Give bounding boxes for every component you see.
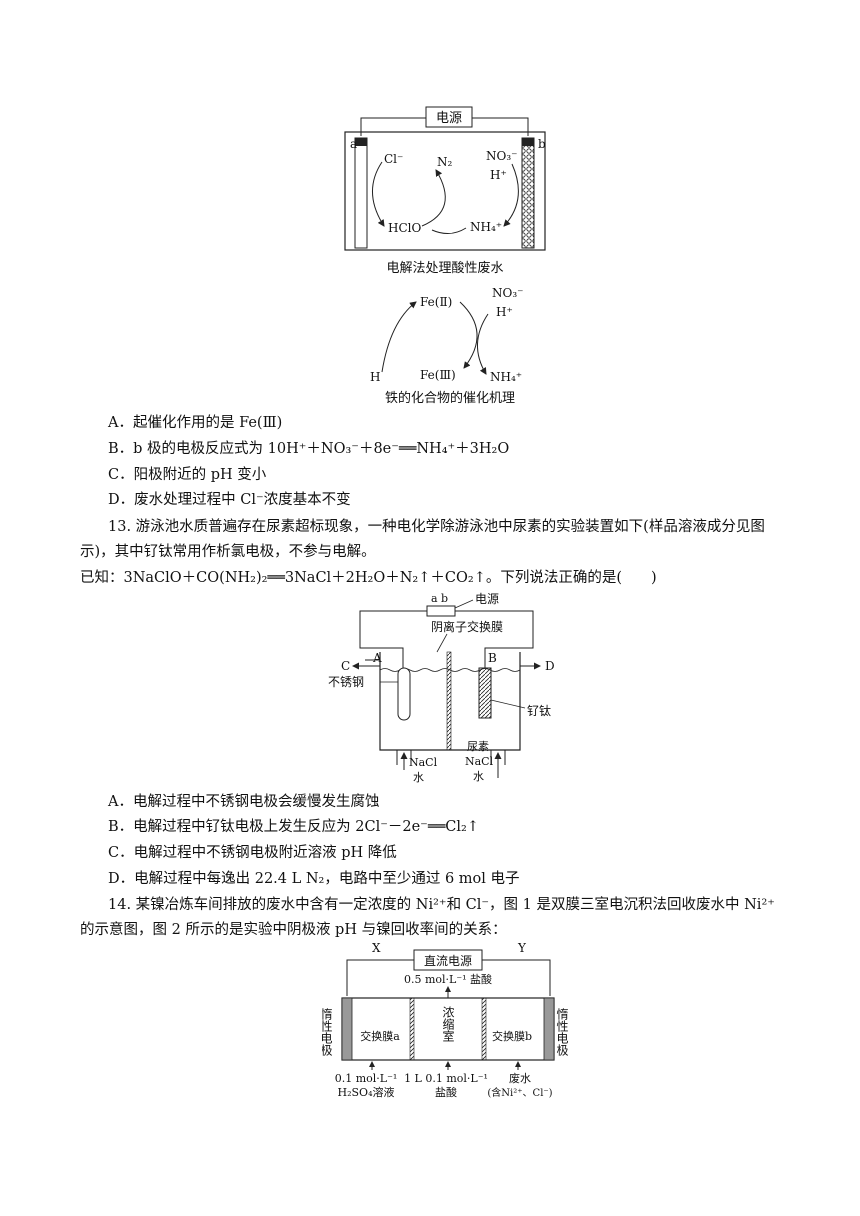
- wire-to-steel: [359, 610, 427, 668]
- inlet-mid-line2: 盐酸: [435, 1085, 457, 1099]
- q12-option-b: B．b 极的电极反应式为 10H⁺＋NO₃⁻＋8e⁻══NH₄⁺＋3H₂O: [108, 441, 510, 457]
- q14-stem-line1: 14. 某镍冶炼车间排放的废水中含有一定浓度的 Ni²⁺和 Cl⁻，图 1 是双…: [108, 897, 775, 913]
- dc-power-label: 直流电源: [424, 954, 472, 968]
- figure-electrolysis-wastewater: 电源 a b Cl⁻ N₂ NO₃⁻ H⁺ HClO NH₄⁺ 电解法处理酸性废…: [344, 106, 546, 276]
- arrow-fe2-to-fe3: [459, 301, 478, 369]
- wire-right: [472, 117, 529, 136]
- species-nh4: NH₄⁺: [470, 220, 502, 234]
- membrane-label: 阴离子交换膜: [431, 619, 503, 634]
- membrane-leader: [436, 633, 448, 653]
- ruti-electrode: [478, 667, 492, 719]
- species-h-plus: H⁺: [490, 168, 507, 182]
- terminal-y-label: Y: [517, 941, 527, 955]
- figure1-caption: 电解法处理酸性废水: [386, 260, 503, 276]
- q12-option-a: A．起催化作用的是 Fe(Ⅲ): [108, 415, 283, 431]
- power-source-box: [425, 106, 473, 128]
- wire-x: [346, 959, 414, 996]
- outlet-c-label: C: [341, 659, 350, 673]
- q13-stem-line1: 13. 游泳池水质普遍存在尿素超标现象，一种电化学除游泳池中尿素的实验装置如下(…: [108, 519, 765, 535]
- concentration-chamber-label: 浓缩室: [441, 1006, 455, 1042]
- membrane-a: [409, 997, 415, 1061]
- q14-stem-line2: 的示意图，图 2 所示的是实验中阴极液 pH 与镍回收率间的关系：: [80, 922, 507, 938]
- q13-option-a: A．电解过程中不锈钢电极会缓慢发生腐蚀: [108, 794, 380, 810]
- species-fe3: Fe(Ⅲ): [420, 368, 456, 382]
- arrow-hclo-to-n2: [421, 169, 446, 227]
- wire-y: [482, 959, 551, 996]
- electrode-a-cap: [355, 138, 367, 146]
- figure-nickel-recovery: X Y 直流电源 0.5 mol·L⁻¹ 盐酸 惰性电极 惰性电极 交换膜a 交…: [322, 941, 569, 1099]
- electrode-b-cap: [522, 138, 534, 146]
- q13-option-b: B．电解过程中钌钛电极上发生反应为 2Cl⁻－2e⁻══Cl₂↑: [108, 819, 479, 835]
- inlet-right-pipe: [490, 750, 506, 765]
- species-h-plus-2: H⁺: [496, 305, 513, 319]
- power-source-label: 电源: [436, 111, 462, 126]
- electrode-a-label: a: [350, 137, 357, 151]
- q12-option-d: D．废水处理过程中 Cl⁻浓度基本不变: [108, 492, 351, 508]
- species-n2: N₂: [437, 155, 453, 169]
- hcl-out-label: 0.5 mol·L⁻¹ 盐酸: [404, 972, 492, 986]
- arrow-no3-to-nh4-2: [477, 313, 489, 375]
- wire-left: [360, 117, 426, 136]
- steel-electrode: [397, 667, 411, 721]
- arrow-h-to-fe2: [381, 301, 417, 373]
- electrode-b: [521, 137, 535, 249]
- species-fe2: Fe(Ⅱ): [420, 295, 452, 309]
- figure-iron-catalysis: Fe(Ⅱ) NO₃⁻ H⁺ H Fe(Ⅲ) NH₄⁺ 铁的化合物的催化机理: [370, 286, 523, 406]
- power-leader: [454, 599, 474, 609]
- power-label-q13: 电源: [475, 592, 499, 606]
- figure2-caption: 铁的化合物的催化机理: [385, 390, 515, 406]
- q12-option-c: C．阳极附近的 pH 变小: [108, 467, 267, 483]
- inert-electrode-right-label: 惰性电极: [555, 1008, 569, 1056]
- membrane-a-label: 交换膜a: [360, 1029, 400, 1043]
- power-source-box-q13: [426, 605, 456, 617]
- inert-electrode-left-label: 惰性电极: [322, 1008, 333, 1056]
- inlet-right-line2: NaCl: [465, 755, 494, 768]
- figure-urea-removal: a b 电源 阴离子交换膜 A B C D 不锈钢 钌钛 NaCl 水 尿素 N…: [328, 592, 555, 784]
- q13-option-c: C．电解过程中不锈钢电极附近溶液 pH 降低: [108, 845, 397, 861]
- inlet-right-line2-q14: (含Ni²⁺、Cl⁻): [487, 1086, 552, 1099]
- inlet-right-line1: 尿素: [467, 740, 489, 753]
- arrow-cl-to-hclo: [372, 161, 385, 227]
- q13-stem-line2: 示)，其中钌钛常用作析氯电极，不参与电解。: [80, 544, 376, 560]
- inlet-right-line3: 水: [473, 770, 484, 783]
- membrane-b: [481, 997, 487, 1061]
- inlet-right-line1-q14: 废水: [509, 1071, 531, 1085]
- terminal-x-label: X: [372, 941, 381, 955]
- inert-electrode-left: [341, 997, 353, 1061]
- power-ab-label: a b: [431, 592, 448, 605]
- anion-exchange-membrane: [446, 651, 452, 751]
- port-a-label: A: [372, 651, 382, 665]
- q13-stem-line3: 已知：3NaClO＋CO(NH₂)₂══3NaCl＋2H₂O＋N₂↑＋CO₂↑。…: [80, 570, 657, 586]
- species-hclo: HClO: [388, 221, 421, 235]
- inlet-left-line2: 水: [413, 771, 424, 784]
- inert-electrode-right: [543, 997, 555, 1061]
- inlet-left-line2-q14: H₂SO₄溶液: [338, 1085, 395, 1099]
- inlet-left-line1: NaCl: [409, 756, 438, 769]
- dc-power-box: [413, 949, 483, 971]
- outlet-d-label: D: [545, 659, 555, 673]
- arrow-no3-to-nh4: [503, 163, 519, 227]
- steel-label: 不锈钢: [328, 675, 364, 689]
- inlet-left-pipe: [396, 750, 412, 765]
- electrode-b-label: b: [538, 137, 546, 151]
- species-cl-minus: Cl⁻: [384, 152, 403, 166]
- ruti-leader: [490, 699, 526, 709]
- electrode-a: [354, 137, 368, 249]
- membrane-b-label: 交换膜b: [492, 1029, 532, 1043]
- electrolytic-cell: [344, 131, 546, 251]
- species-nh4-2: NH₄⁺: [490, 370, 522, 384]
- species-no3-2: NO₃⁻: [492, 286, 523, 300]
- inlet-mid-line1: 1 L 0.1 mol·L⁻¹: [404, 1072, 488, 1085]
- species-no3: NO₃⁻: [486, 149, 517, 163]
- wire-to-ruti: [455, 610, 534, 668]
- q13-option-d: D．电解过程中每逸出 22.4 L N₂，电路中至少通过 6 mol 电子: [108, 871, 520, 887]
- ruti-label: 钌钛: [527, 703, 551, 718]
- arrow-nh4-link: [431, 227, 467, 234]
- inlet-left-line1-q14: 0.1 mol·L⁻¹: [335, 1072, 398, 1085]
- species-h: H: [370, 370, 380, 384]
- port-b-label: B: [488, 651, 497, 665]
